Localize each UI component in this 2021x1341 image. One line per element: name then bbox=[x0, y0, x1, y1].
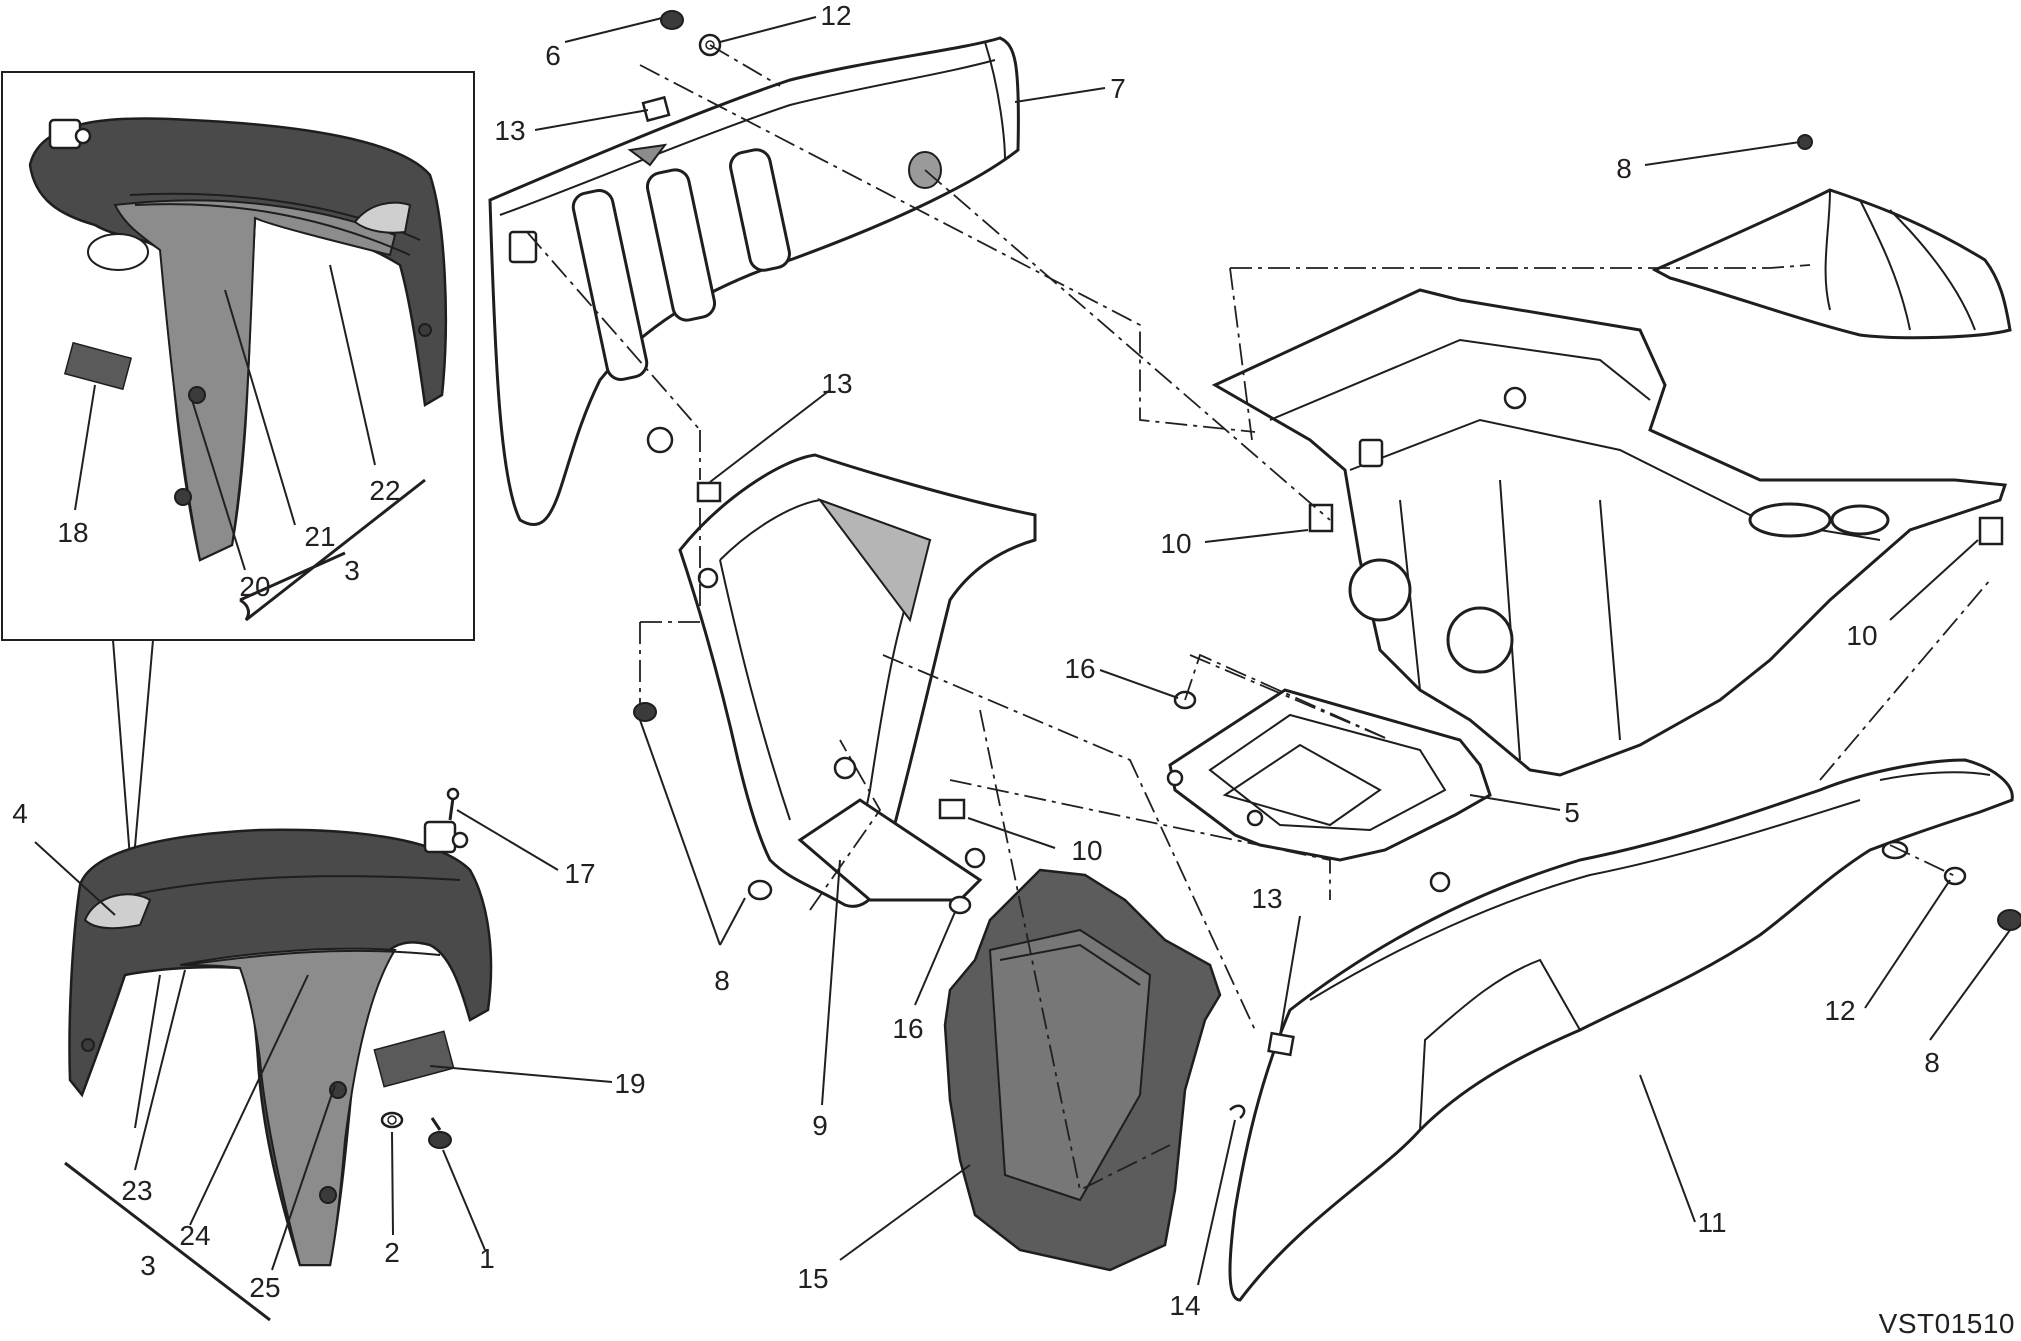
callout-8-top: 8 bbox=[1616, 153, 1632, 184]
callout-3-inset: 3 bbox=[344, 555, 360, 586]
callout-23: 23 bbox=[121, 1175, 152, 1206]
inset-front-fender bbox=[28, 117, 448, 562]
ducati-decal-19 bbox=[373, 1030, 455, 1088]
seat-cover-top bbox=[1651, 134, 2012, 340]
callout-24: 24 bbox=[179, 1220, 210, 1251]
leader-lines bbox=[34, 16, 2011, 1286]
callout-14: 14 bbox=[1169, 1290, 1200, 1321]
callout-6: 6 bbox=[545, 40, 561, 71]
mesh-panel-15 bbox=[943, 868, 1222, 1272]
callout-labels: 1 2 3 3 4 5 6 7 8 8 8 9 10 10 10 11 12 1… bbox=[12, 0, 2015, 1339]
side-panel-7 bbox=[488, 36, 1020, 527]
assembly-lines bbox=[526, 44, 1991, 1192]
callout-21: 21 bbox=[304, 521, 335, 552]
lower-side-panel-11 bbox=[1228, 758, 2014, 1302]
callout-2: 2 bbox=[384, 1237, 400, 1268]
callout-7: 7 bbox=[1110, 73, 1126, 104]
callout-10-right: 10 bbox=[1846, 620, 1877, 651]
callout-9: 9 bbox=[812, 1110, 828, 1141]
callout-4: 4 bbox=[12, 798, 28, 829]
callout-25: 25 bbox=[249, 1272, 280, 1303]
callout-13-top: 13 bbox=[494, 115, 525, 146]
callout-19: 19 bbox=[614, 1068, 645, 1099]
callout-18: 18 bbox=[57, 517, 88, 548]
rear-subframe bbox=[1211, 288, 2008, 777]
callout-3-lower: 3 bbox=[140, 1250, 156, 1281]
callout-8-right: 8 bbox=[1924, 1047, 1940, 1078]
callout-15: 15 bbox=[797, 1263, 828, 1294]
callout-12-right: 12 bbox=[1824, 995, 1855, 1026]
group-brackets bbox=[64, 478, 426, 1322]
inset-ducati-decal bbox=[63, 341, 133, 391]
callout-5: 5 bbox=[1564, 797, 1580, 828]
diagram-code: VST01510 bbox=[1879, 1308, 2015, 1339]
undertray-plate-5 bbox=[1166, 688, 1492, 862]
callout-8-left: 8 bbox=[714, 965, 730, 996]
callout-1: 1 bbox=[479, 1243, 495, 1274]
callout-13-right: 13 bbox=[1251, 883, 1282, 914]
callout-13-center: 13 bbox=[821, 368, 852, 399]
callout-20: 20 bbox=[239, 571, 270, 602]
callout-10-center: 10 bbox=[1160, 528, 1191, 559]
callout-17: 17 bbox=[564, 858, 595, 889]
callout-16-center: 16 bbox=[1064, 653, 1095, 684]
callout-16-lower: 16 bbox=[892, 1013, 923, 1044]
inset-frame bbox=[1, 71, 475, 859]
callout-11: 11 bbox=[1697, 1207, 1726, 1238]
front-fender-hardware bbox=[380, 787, 460, 1149]
callout-12-top: 12 bbox=[820, 0, 851, 31]
front-fender bbox=[68, 820, 493, 1267]
callout-22: 22 bbox=[369, 475, 400, 506]
fasteners bbox=[633, 10, 2021, 1119]
callout-10-lower: 10 bbox=[1071, 835, 1102, 866]
intake-frame-9 bbox=[678, 453, 1037, 908]
